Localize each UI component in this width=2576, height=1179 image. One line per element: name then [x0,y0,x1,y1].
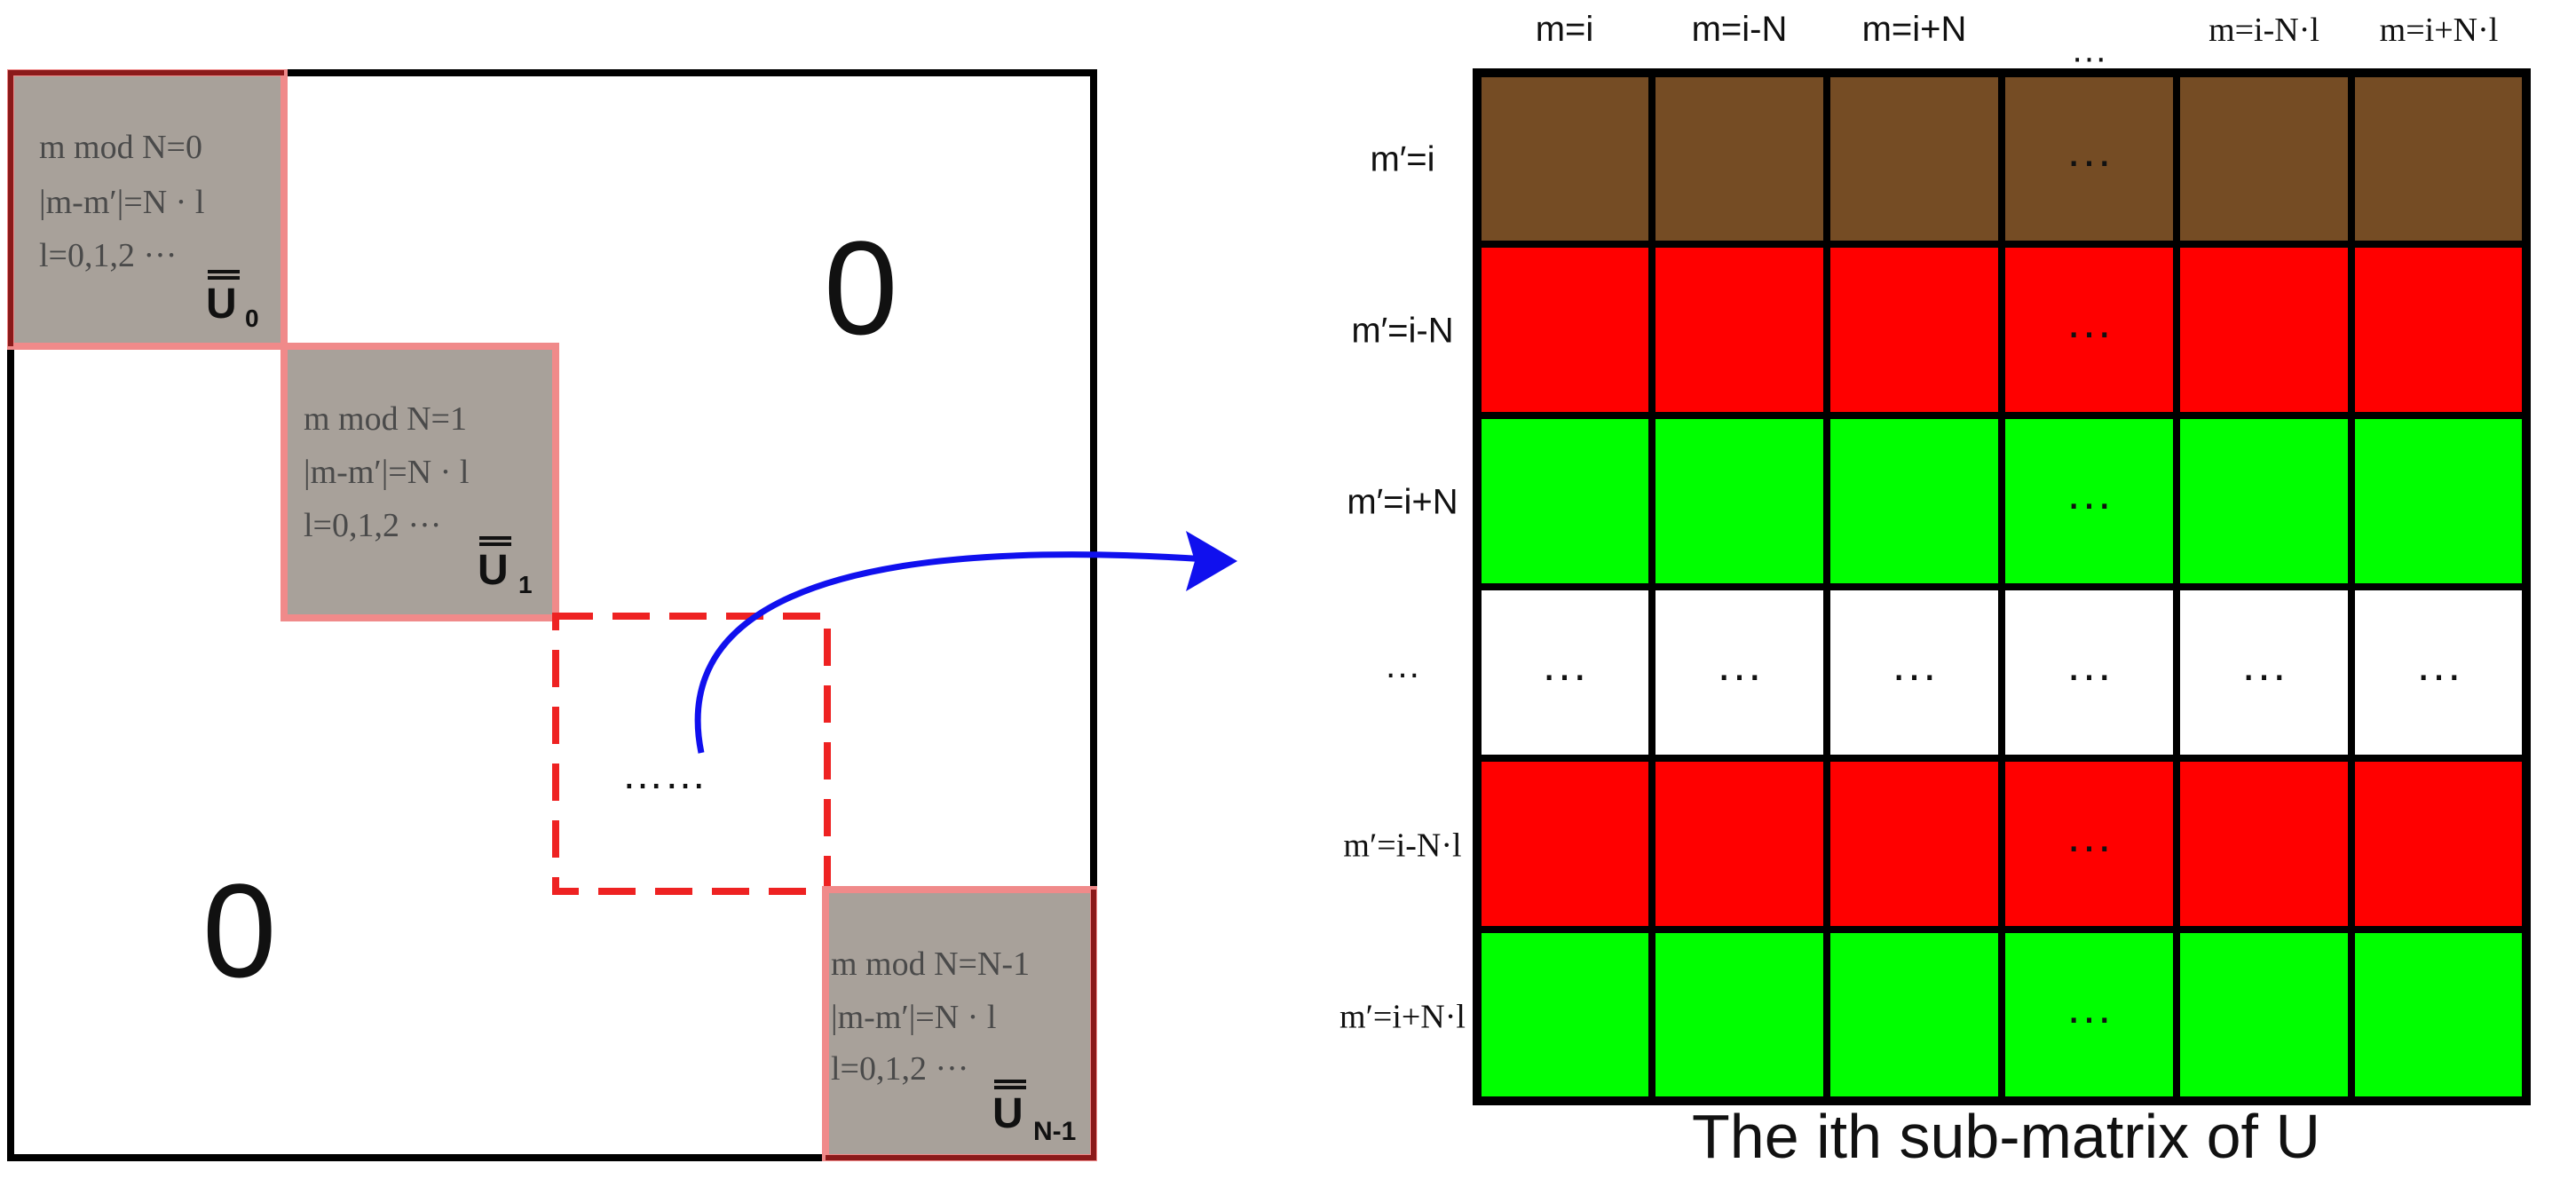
block-un-1-label: U N-1 [992,1080,1076,1146]
cell-ellipsis: ··· [2066,821,2113,873]
matrix-cell [1474,412,1655,590]
matrix-cell [2173,241,2355,419]
block-u0-fill [7,69,288,350]
cell-ellipsis: ··· [2066,479,2113,530]
matrix-cell [1823,755,2005,933]
block-u1-symbol: U [478,547,509,594]
matrix-cell [1823,412,2005,590]
block-un-1-subscript: N-1 [1033,1117,1076,1146]
matrix-cell [1648,412,1830,590]
sub-matrix-caption: The ith sub-matrix of U [1692,1102,2320,1171]
block-u1-label: U 1 [478,536,533,598]
arrow-curve [694,551,1208,754]
matrix-cell [2173,926,2355,1104]
matrix-cell [2348,926,2530,1104]
column-header: m=i+N·l [2380,12,2499,49]
column-header: m=i+N [1862,10,1967,49]
row-headers: m′=i m′=i-N m′=i+N ··· m′=i-N·l m′=i+N·l [1339,140,1466,1036]
matrix-cell [2348,241,2530,419]
block-u0-line1: m mod N=0 [39,129,202,166]
cell-ellipsis: ··· [1542,650,1588,701]
dashed-middle-box [552,613,831,895]
cell-ellipsis: ··· [2066,650,2113,701]
zero-upper-right: 0 [824,213,897,362]
block-u1-line2: |m-m′|=N · l [304,454,469,491]
block-un-1-fill [822,886,1097,1161]
cell-ellipsis: ··· [2066,993,2113,1044]
block-u0: m mod N=0 |m-m′|=N · l l=0,1,2 ··· U 0 [7,69,288,350]
matrix-cell [1648,69,1830,248]
cell-ellipsis: ··· [1892,650,1938,701]
sub-matrix: m=i m=i-N m=i+N ··· m=i-N·l m=i+N·l m′=i m′=i-… [1339,10,2531,1171]
row-header: ··· [1385,654,1420,693]
matrix-cell [1648,755,1830,933]
block-u1-line1: m mod N=1 [304,400,467,438]
matrix-cell [2348,755,2530,933]
cell-ellipsis: ··· [2416,650,2462,701]
block-u1-line3: l=0,1,2 ··· [304,507,441,544]
matrix-cell [2173,755,2355,933]
cell-ellipsis: ··· [2066,136,2113,187]
cell-ellipsis: ··· [2066,307,2113,359]
matrix-cell [2348,412,2530,590]
block-un-1-symbol: U [992,1090,1023,1137]
block-u0-symbol: U [206,281,237,328]
block-u0-label: U 0 [206,270,259,332]
matrix-cell [2348,69,2530,248]
row-header: m′=i+N [1347,483,1458,522]
block-un-1-line2: |m-m′|=N · l [831,999,996,1036]
matrix-cell [2173,583,2355,762]
matrix-cell [1648,241,1830,419]
zero-lower-left: 0 [202,856,276,1005]
row-header: m′=i-N·l [1343,827,1461,865]
block-u1: m mod N=1 |m-m′|=N · l l=0,1,2 ··· U 1 [281,343,559,621]
matrix-cell [1998,241,2180,419]
matrix-cell [2173,412,2355,590]
block-un-1-line3: l=0,1,2 ··· [831,1050,968,1088]
cell-ellipsis: ··· [2241,650,2288,701]
block-u0-line3: l=0,1,2 ··· [39,237,177,274]
matrix-cell [1823,926,2005,1104]
block-un-1-line1: m mod N=N-1 [831,946,1030,983]
matrix-cell [1474,926,1655,1104]
matrix-cell [2348,583,2530,762]
block-un-1: m mod N=N-1 |m-m′|=N · l l=0,1,2 ··· U N… [822,886,1097,1161]
row-header: m′=i-N [1351,312,1453,351]
block-un-1-dark-edge [826,890,1096,1160]
matrix-cell [2173,69,2355,248]
row-header: m′=i [1370,140,1434,179]
matrix-cell [1648,926,1830,1104]
block-diagonal-matrix: m mod N=0 |m-m′|=N · l l=0,1,2 ··· U 0 m… [7,69,1097,1161]
matrix-cell [1474,755,1655,933]
column-header: m=i-N [1692,10,1788,49]
matrix-cell [1823,69,2005,248]
block-u0-subscript: 0 [245,305,259,332]
matrix-cell [1474,241,1655,419]
arrowhead-icon [1186,531,1237,591]
middle-dots: …… [621,751,707,798]
cell-ellipsis: ··· [1717,650,1763,701]
matrix-cell [1823,241,2005,419]
matrix-cell [1474,69,1655,248]
column-header: m=i [1536,10,1594,49]
column-header: m=i-N·l [2209,12,2319,49]
zoom-arrow [694,531,1237,754]
block-u1-fill [281,343,559,621]
block-u0-dark-edge [8,70,284,346]
block-u1-subscript: 1 [518,571,533,598]
grid-cells: ··· ··· ··· ··· ··· ··· ··· ··· ··· ··· ··· [1473,68,2531,1105]
block-u0-line2: |m-m′|=N · l [39,184,204,221]
row-header: m′=i+N·l [1339,999,1466,1036]
sub-matrix-frame [1473,68,2531,1105]
